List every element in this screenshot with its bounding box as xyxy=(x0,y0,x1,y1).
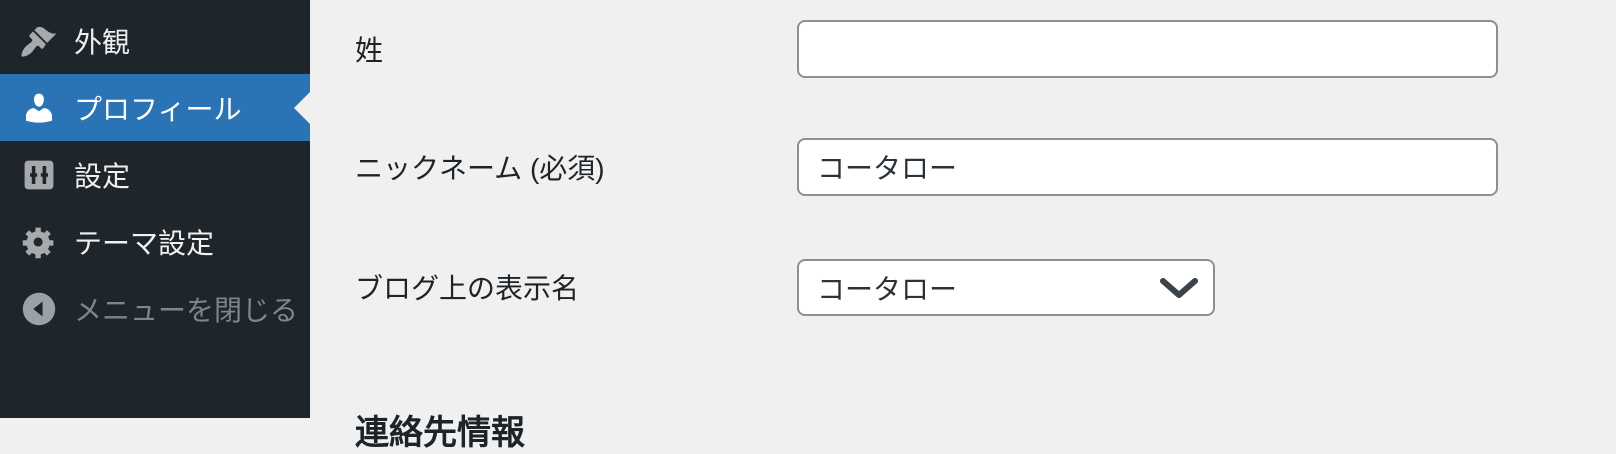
contact-info-heading: 連絡先情報 xyxy=(355,414,525,453)
gear-icon xyxy=(21,224,57,260)
sidebar-item-label: 設定 xyxy=(74,160,131,192)
admin-sidebar: 外観 プロフィール 設定 テーマ設定 メニューを閉じる xyxy=(0,0,310,418)
last-name-label: 姓 xyxy=(355,35,384,66)
display-name-selected-value: コータロー xyxy=(817,273,958,305)
sidebar-item-label: メニューを閉じる xyxy=(74,294,299,326)
user-icon xyxy=(21,90,57,126)
sidebar-item-label: 外観 xyxy=(74,26,131,58)
chevron-down-icon xyxy=(1159,276,1199,300)
last-name-input[interactable] xyxy=(797,20,1498,78)
sidebar-item-profile[interactable]: プロフィール xyxy=(0,74,310,141)
nickname-input[interactable] xyxy=(797,138,1498,196)
sidebar-item-settings[interactable]: 設定 xyxy=(0,141,310,208)
collapse-icon xyxy=(21,291,57,327)
sliders-icon xyxy=(21,157,57,193)
profile-form-content: 姓 ニックネーム (必須) ブログ上の表示名 コータロー 連絡先情報 xyxy=(310,0,1616,452)
display-name-label: ブログ上の表示名 xyxy=(355,273,580,304)
sidebar-item-label: テーマ設定 xyxy=(74,227,215,259)
nickname-label: ニックネーム (必須) xyxy=(355,153,605,184)
sidebar-item-collapse-menu[interactable]: メニューを閉じる xyxy=(0,275,310,342)
active-item-notch xyxy=(294,91,310,124)
display-name-select[interactable]: コータロー xyxy=(797,259,1215,316)
sidebar-item-appearance[interactable]: 外観 xyxy=(0,7,310,74)
sidebar-item-theme-settings[interactable]: テーマ設定 xyxy=(0,208,310,275)
brush-icon xyxy=(21,23,57,59)
sidebar-item-label: プロフィール xyxy=(74,93,242,125)
